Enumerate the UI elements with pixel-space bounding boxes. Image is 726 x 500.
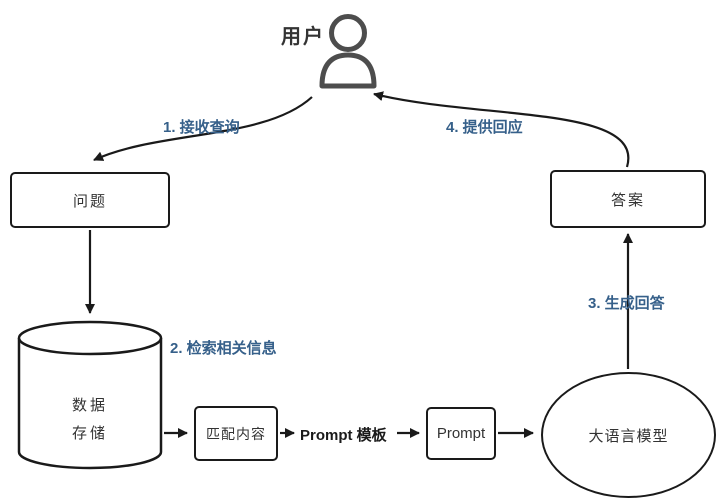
datastore-label: 数据 存储 <box>18 392 162 448</box>
datastore-cylinder <box>17 320 163 470</box>
datastore-label-line1: 数据 <box>71 397 108 414</box>
step2-label: 2. 检索相关信息 <box>170 340 277 357</box>
answer-node: 答案 <box>550 170 706 228</box>
step3-label: 3. 生成回答 <box>588 295 665 312</box>
step4-label: 4. 提供回应 <box>446 119 523 136</box>
match-content-node: 匹配内容 <box>194 406 278 461</box>
answer-node-label: 答案 <box>610 191 645 209</box>
prompt-template-label: Prompt 模板 <box>300 427 387 444</box>
datastore-label-line2: 存储 <box>71 425 108 442</box>
arrow-step4-answer-to-user <box>373 91 630 168</box>
match-content-node-label: 匹配内容 <box>206 425 266 442</box>
user-label: 用户 <box>281 26 325 48</box>
question-node: 问题 <box>10 172 170 228</box>
prompt-node: Prompt <box>426 407 496 460</box>
prompt-node-label: Prompt <box>436 425 486 442</box>
question-node-label: 问题 <box>72 192 107 210</box>
llm-node: 大语言模型 <box>541 372 716 498</box>
llm-node-label: 大语言模型 <box>588 427 669 445</box>
arrow-step1-user-to-question <box>93 96 313 162</box>
step1-label: 1. 接收查询 <box>163 119 240 136</box>
user-icon <box>319 14 377 89</box>
